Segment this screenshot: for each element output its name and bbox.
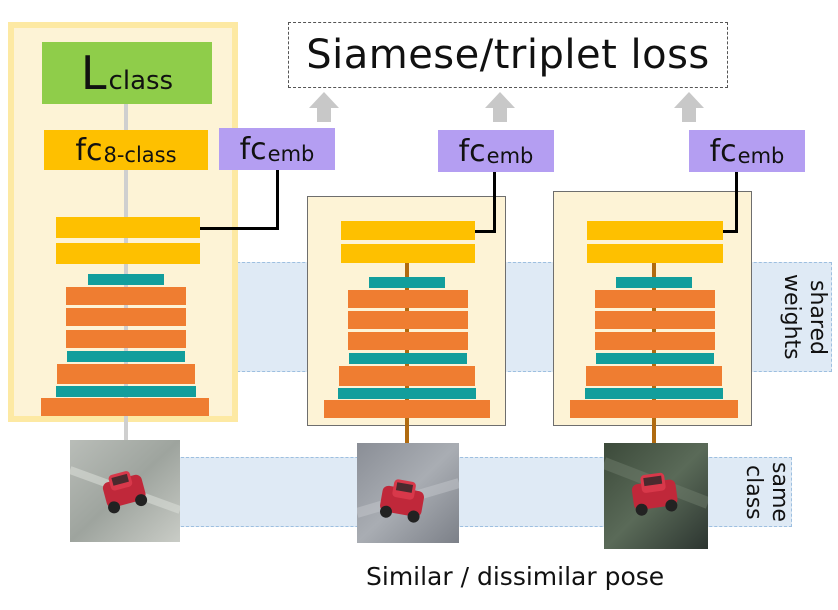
fc-layer-1a: [56, 217, 200, 238]
pool-layer-3c: [585, 388, 723, 399]
up-arrow-1: [309, 92, 339, 124]
input-image-1: [70, 440, 180, 542]
pool-layer-1c: [56, 386, 196, 397]
fc-layer-3b: [587, 244, 723, 263]
class-loss-main: L: [80, 46, 107, 100]
emb-connector-3h: [723, 230, 738, 233]
conv-layer-2e: [324, 400, 490, 418]
pool-layer-3a: [616, 277, 692, 288]
fc-layer-2a: [341, 221, 475, 240]
conv-layer-1b: [66, 308, 186, 326]
conv-layer-2a: [348, 290, 468, 308]
fc-layer-3a: [587, 221, 723, 240]
shared-weights-label: shared weights: [779, 274, 830, 360]
emb-connector-1v: [276, 170, 279, 230]
same-class-label: same class: [741, 462, 792, 522]
pool-layer-1a: [88, 274, 164, 285]
fc-emb-sub-2: emb: [486, 144, 534, 168]
up-arrow-3: [674, 92, 704, 124]
conv-layer-3b: [595, 311, 715, 329]
conv-layer-3a: [595, 290, 715, 308]
fc-layer-2b: [341, 244, 475, 263]
conv-layer-1d: [57, 364, 195, 384]
fc-emb-sub-3: emb: [737, 144, 785, 168]
fc-8class-main: fc: [75, 132, 103, 168]
conv-layer-2c: [348, 332, 468, 350]
emb-connector-3v: [735, 172, 738, 233]
fc-layer-1b: [56, 243, 200, 264]
pose-caption: Similar / dissimilar pose: [366, 562, 665, 591]
emb-connector-2h: [475, 230, 496, 233]
class-loss-sub: class: [108, 66, 174, 96]
conv-layer-1a: [66, 287, 186, 305]
input-image-3: [604, 443, 708, 549]
conv-layer-2d: [339, 366, 475, 386]
input-image-2: [357, 443, 459, 543]
conv-layer-1c: [66, 330, 186, 348]
emb-connector-1h: [200, 227, 279, 230]
fc-8class-sub: 8-class: [103, 143, 177, 167]
conv-layer-1e: [41, 398, 209, 416]
emb-connector-2v: [493, 172, 496, 233]
pool-layer-2a: [369, 277, 445, 288]
pool-layer-2b: [349, 353, 467, 364]
fc-emb-main-1: fc: [239, 131, 267, 167]
fc-emb-main-3: fc: [709, 133, 737, 169]
conv-layer-3c: [595, 332, 715, 350]
conv-layer-3e: [570, 400, 738, 418]
pool-layer-3b: [596, 353, 714, 364]
loss-label: Siamese/triplet loss: [306, 32, 710, 78]
up-arrow-2: [485, 92, 515, 124]
pool-layer-1b: [67, 351, 185, 362]
pool-layer-2c: [338, 388, 476, 399]
siamese-triplet-loss-box: Siamese/triplet loss: [288, 22, 728, 88]
fc-emb-sub-1: emb: [267, 142, 315, 166]
fc-emb-main-2: fc: [458, 133, 486, 169]
conv-layer-3d: [586, 366, 722, 386]
conv-layer-2b: [348, 311, 468, 329]
